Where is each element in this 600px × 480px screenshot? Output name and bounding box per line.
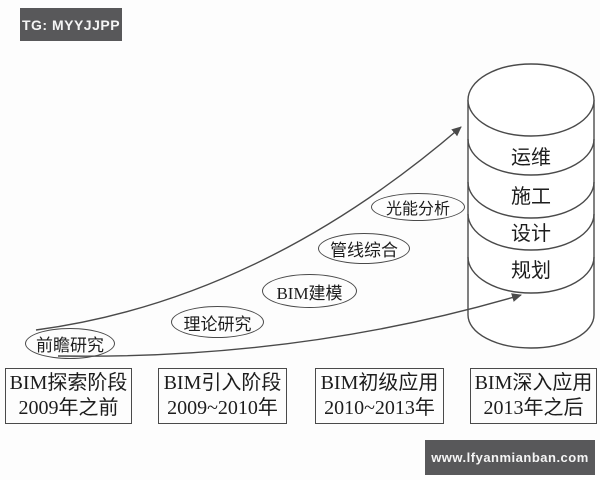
phase-period: 2009年之前 xyxy=(18,397,119,419)
phase-box-introduction: BIM引入阶段 2009~2010年 xyxy=(158,368,287,424)
growth-curve-upper-arrow xyxy=(35,126,462,331)
phase-box-deep-application: BIM深入应用 2013年之后 xyxy=(470,368,597,424)
cylinder-body xyxy=(467,100,595,349)
cylinder-top xyxy=(467,63,595,137)
milestone-bubble-light-analysis: 光能分析 xyxy=(371,193,465,221)
cylinder-layer-planning: 规划 xyxy=(511,260,551,282)
cylinder-divider-arc-2 xyxy=(467,181,595,219)
milestone-bubble-theoretical-research: 理论研究 xyxy=(171,306,264,338)
milestone-bubble-bim-modeling: BIM建模 xyxy=(262,274,357,308)
phase-box-exploration: BIM探索阶段 2009年之前 xyxy=(5,368,132,424)
phase-period: 2010~2013年 xyxy=(324,397,435,419)
cylinder-divider-arc-1 xyxy=(467,138,595,176)
milestone-bubble-prospective-research: 前瞻研究 xyxy=(25,328,115,359)
cylinder-layer-construction: 施工 xyxy=(511,186,551,208)
phase-name: BIM深入应用 xyxy=(474,372,593,394)
cylinder-layer-operations: 运维 xyxy=(511,147,551,169)
cylinder-layer-design: 设计 xyxy=(511,223,551,245)
phase-name: BIM引入阶段 xyxy=(163,372,282,394)
cylinder-divider-arc-4 xyxy=(467,256,595,294)
phase-name: BIM初级应用 xyxy=(320,372,439,394)
milestone-bubble-pipeline-integration: 管线综合 xyxy=(318,233,410,264)
phase-period: 2013年之后 xyxy=(483,397,584,419)
phase-box-primary-application: BIM初级应用 2010~2013年 xyxy=(315,368,444,424)
watermark-website-badge: www.lfyanmianban.com xyxy=(425,440,595,475)
phase-name: BIM探索阶段 xyxy=(9,372,128,394)
phase-period: 2009~2010年 xyxy=(167,397,278,419)
cylinder-divider-arc-3 xyxy=(467,213,595,251)
growth-curve-lower-arrow xyxy=(57,293,522,357)
watermark-tg-badge: TG: MYYJJPP xyxy=(20,8,122,41)
